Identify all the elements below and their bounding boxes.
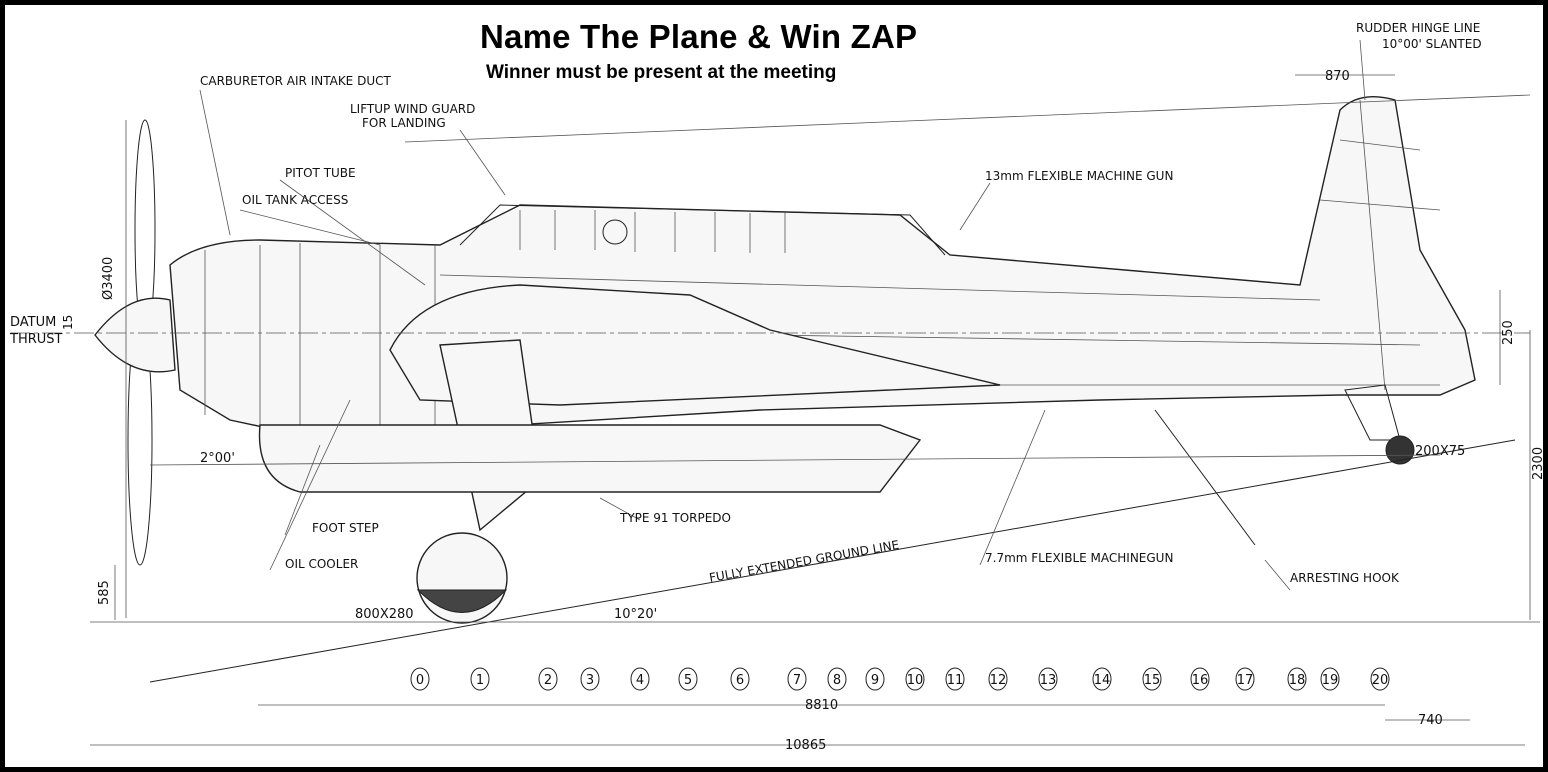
ground-line-label: FULLY EXTENDED GROUND LINE	[708, 538, 900, 585]
mg13-label: 13mm FLEXIBLE MACHINE GUN	[985, 169, 1173, 183]
station-marker-18	[1287, 667, 1307, 691]
oil-tank-label: OIL TANK ACCESS	[242, 193, 348, 207]
station-marker-6	[730, 667, 750, 691]
station-marker-0	[410, 667, 430, 691]
station-marker-9	[865, 667, 885, 691]
station-marker-7	[787, 667, 807, 691]
d870-label: 870	[1325, 69, 1350, 84]
station-marker-5	[678, 667, 698, 691]
tail-wheel	[1344, 384, 1415, 465]
d740-label: 740	[1418, 713, 1443, 728]
station-label-11: 11	[947, 673, 964, 688]
main-wheel-label: 800X280	[355, 607, 414, 622]
propeller	[94, 119, 176, 566]
station-marker-11	[945, 667, 965, 691]
rudder-hinge-label-1: RUDDER HINGE LINE	[1356, 21, 1480, 35]
station-label-20: 20	[1372, 673, 1389, 688]
foot-step-label: FOOT STEP	[312, 521, 379, 535]
station-label-16: 16	[1192, 673, 1209, 688]
torpedo	[258, 424, 922, 493]
station-marker-15	[1142, 667, 1162, 691]
rudder-hinge-label-2: 10°00' SLANTED	[1382, 37, 1482, 51]
headline: Name The Plane & Win ZAP Winner must be …	[480, 18, 1020, 86]
station-marker-3	[580, 667, 600, 691]
d10865-label: 10865	[785, 738, 826, 753]
station-label-7: 7	[793, 673, 801, 688]
page-title: Name The Plane & Win ZAP	[480, 18, 918, 55]
station-label-0: 0	[416, 673, 424, 688]
station-marker-19	[1320, 667, 1340, 691]
mg77-label: 7.7mm FLEXIBLE MACHINEGUN	[985, 551, 1173, 565]
windguard-label-1: LIFTUP WIND GUARD	[350, 102, 475, 116]
prop-diameter-label: Ø3400	[101, 257, 116, 300]
station-label-13: 13	[1040, 673, 1057, 688]
arresting-hook	[1154, 409, 1256, 546]
station-label-8: 8	[833, 673, 841, 688]
carburetor-label: CARBURETOR AIR INTAKE DUCT	[200, 74, 391, 88]
ground-line	[149, 439, 1516, 683]
station-marker-13	[1038, 667, 1058, 691]
station-label-2: 2	[544, 673, 552, 688]
station-label-10: 10	[907, 673, 924, 688]
station-marker-2	[538, 667, 558, 691]
station-label-3: 3	[586, 673, 594, 688]
tail-wheel-label: 200X75	[1415, 444, 1465, 459]
wing	[389, 284, 1001, 406]
station-marker-12	[988, 667, 1008, 691]
station-label-9: 9	[871, 673, 879, 688]
station-marker-10	[905, 667, 925, 691]
station-marker-1	[470, 667, 490, 691]
oil-cooler-label: OIL COOLER	[285, 557, 358, 571]
station-label-15: 15	[1144, 673, 1161, 688]
station-label-1: 1	[476, 673, 484, 688]
d8810-label: 8810	[805, 698, 838, 713]
station-label-12: 12	[990, 673, 1007, 688]
angle-10-label: 10°20'	[614, 607, 657, 622]
station-label-5: 5	[684, 673, 692, 688]
station-marker-4	[630, 667, 650, 691]
datum-value: 15	[61, 315, 75, 330]
station-label-17: 17	[1237, 673, 1254, 688]
station-marker-17	[1235, 667, 1255, 691]
station-marker-16	[1190, 667, 1210, 691]
station-label-6: 6	[736, 673, 744, 688]
station-label-18: 18	[1289, 673, 1306, 688]
d585-label: 585	[97, 580, 112, 605]
station-marker-20	[1370, 667, 1390, 691]
station-label-4: 4	[636, 673, 644, 688]
thrust-label: THRUST	[9, 332, 63, 347]
angle-2-label: 2°00'	[200, 451, 235, 466]
torpedo-label: TYPE 91 TORPEDO	[619, 511, 731, 525]
d250-label: 250	[1501, 320, 1516, 345]
d2300-label: 2300	[1531, 447, 1546, 480]
page-subtitle: Winner must be present at the meeting	[486, 62, 837, 83]
datum-label: DATUM	[10, 315, 56, 330]
arresting-hook-label: ARRESTING HOOK	[1290, 571, 1400, 585]
windguard-label-2: FOR LANDING	[362, 116, 446, 130]
station-label-14: 14	[1094, 673, 1111, 688]
station-label-19: 19	[1322, 673, 1339, 688]
station-marker-14	[1092, 667, 1112, 691]
pitot-tube-label: PITOT TUBE	[285, 166, 356, 180]
station-marker-8	[827, 667, 847, 691]
